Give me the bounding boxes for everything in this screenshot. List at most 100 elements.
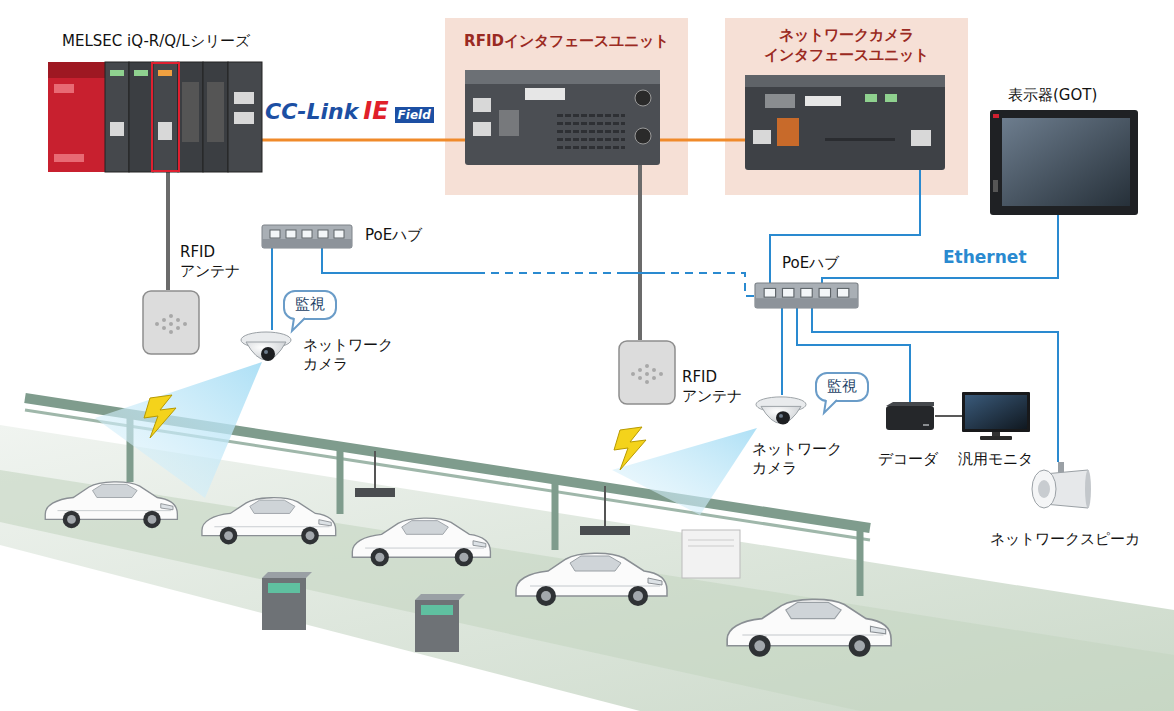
monitor-illustration-part (992, 432, 1000, 436)
rfid-antenna: RFID アンテナ (618, 340, 676, 405)
camera-unit-illustration-part (745, 75, 945, 87)
rfid-antenna-illustration-part (631, 364, 663, 384)
rfid-antenna-illustration-part-part (645, 372, 649, 376)
gantry-part (857, 526, 864, 596)
gantry-part (604, 486, 606, 528)
speech-bubble: 監視 (283, 290, 337, 320)
work-stands-part (262, 578, 306, 630)
rfid-antenna-illustration-part-part (659, 372, 663, 376)
camera-unit-illustration (725, 18, 968, 195)
poe-hub-illustration-part (286, 230, 296, 238)
monitor-illustration (962, 392, 1030, 440)
network-camera-illustration (755, 395, 807, 433)
poe-hub-illustration-part (262, 225, 352, 248)
decoder-illustration (885, 402, 935, 432)
rfid-antenna-illustration-part-part (169, 314, 173, 318)
connector-line (770, 195, 920, 283)
bubble-tail-outline (824, 400, 837, 413)
network-camera-illustration-part (776, 411, 790, 424)
rfid-antenna-illustration-part-part (169, 322, 173, 326)
poe-hub: PoEハブ (755, 283, 858, 308)
edge-label: Ethernet (940, 247, 1030, 267)
plc-illustration-part (48, 62, 105, 172)
rfid-interface-unit-band: RFIDインタフェースユニット (445, 18, 688, 195)
cars-part (202, 498, 336, 545)
rfid-unit-illustration-part (473, 98, 491, 112)
plc-illustration-part (54, 154, 84, 162)
rfid-antenna-illustration-part-part (169, 330, 173, 334)
camera-unit-illustration-part (753, 130, 771, 144)
poe-hub-illustration-part (837, 288, 848, 297)
work-stands-part (688, 540, 734, 541)
bubble-tail (291, 318, 307, 332)
network-camera-illustration-part (761, 406, 801, 423)
plc-illustration-part (203, 62, 228, 172)
rfid-unit-illustration-part (445, 139, 467, 142)
rfid-signal-bolts-part (614, 427, 646, 470)
plc-illustration-part (110, 122, 124, 136)
rfid-antenna-illustration-part-part (162, 326, 166, 330)
camera-unit-illustration-part (911, 130, 931, 146)
rfid-antenna-illustration-part-part (176, 318, 180, 322)
poe-hub: PoEハブ (262, 225, 352, 248)
decoder: デコーダ (885, 402, 935, 432)
camera-unit-illustration-part (825, 138, 895, 141)
plc-illustration-part (207, 82, 224, 142)
camera-unit-illustration-part (745, 75, 945, 170)
poe-hub-illustration (262, 225, 352, 248)
plc-illustration-part (110, 70, 124, 76)
rfid-unit-illustration-part (635, 128, 651, 144)
device-label: デコーダ (878, 450, 938, 469)
poe-hub-illustration-part (334, 230, 344, 238)
rfid-unit-illustration-part (473, 122, 491, 136)
monitor-illustration-part (980, 436, 1012, 440)
network-camera-illustration-part (246, 342, 286, 360)
bubble-tail-outline (292, 318, 305, 331)
bubble-tail (823, 400, 839, 414)
rfid-antenna: RFID アンテナ (142, 290, 200, 355)
bubble-tail-fill (824, 398, 838, 413)
camera-interface-unit-band: ネットワークカメラ インタフェースユニット (725, 18, 968, 195)
gantry-part (337, 446, 344, 514)
rfid-unit-illustration-part (499, 110, 519, 136)
gantry-part (552, 480, 559, 550)
connector-line (271, 248, 273, 330)
speaker-illustration-part (1085, 470, 1091, 508)
network-camera-illustration (240, 330, 292, 370)
poe-hub-illustration-part (782, 288, 793, 297)
rfid-antenna-illustration-part-part (652, 376, 656, 380)
plc-illustration-part (152, 63, 179, 171)
network-logo-text: CC-Link (265, 99, 358, 125)
work-stands-part (415, 600, 459, 652)
rfid-signal-bolts (144, 395, 646, 470)
plc-illustration-part (158, 70, 172, 76)
plc-illustration-part (158, 122, 172, 140)
monitor-illustration-part (965, 395, 1027, 429)
got-illustration-part (990, 110, 1138, 215)
work-stands (262, 530, 740, 652)
device-label: 汎用モニタ (958, 450, 1033, 469)
network-speaker: ネットワークスピーカ (1028, 462, 1092, 520)
device-label: MELSEC iQ-R/Q/Lシリーズ (62, 32, 250, 51)
speaker-illustration-part (1032, 470, 1056, 508)
rfid-antenna-illustration-part-part (645, 380, 649, 384)
band-heading: RFIDインタフェースユニット (452, 18, 682, 52)
rfid-antenna-illustration (142, 290, 200, 355)
work-stands-part (688, 546, 734, 547)
device-label: RFID アンテナ (682, 368, 752, 406)
connector-line (812, 308, 1058, 462)
plc-illustration-part (54, 84, 74, 93)
plc-illustration-part (129, 62, 153, 172)
connector-line (781, 308, 783, 395)
device-label: ネットワークスピーカ (990, 530, 1140, 549)
rfid-unit-illustration-part (465, 70, 660, 84)
rfid-antenna-illustration-part-part (155, 322, 159, 326)
rfid-unit-illustration-part (635, 90, 651, 106)
poe-hub-illustration-part (764, 288, 775, 297)
work-stands-part (262, 572, 312, 578)
rfid-antenna-illustration-part-part (183, 322, 187, 326)
device-label: 表示器(GOT) (1008, 86, 1097, 105)
rfid-unit-illustration-part (555, 113, 625, 151)
rfid-unit-illustration-part (465, 70, 660, 165)
